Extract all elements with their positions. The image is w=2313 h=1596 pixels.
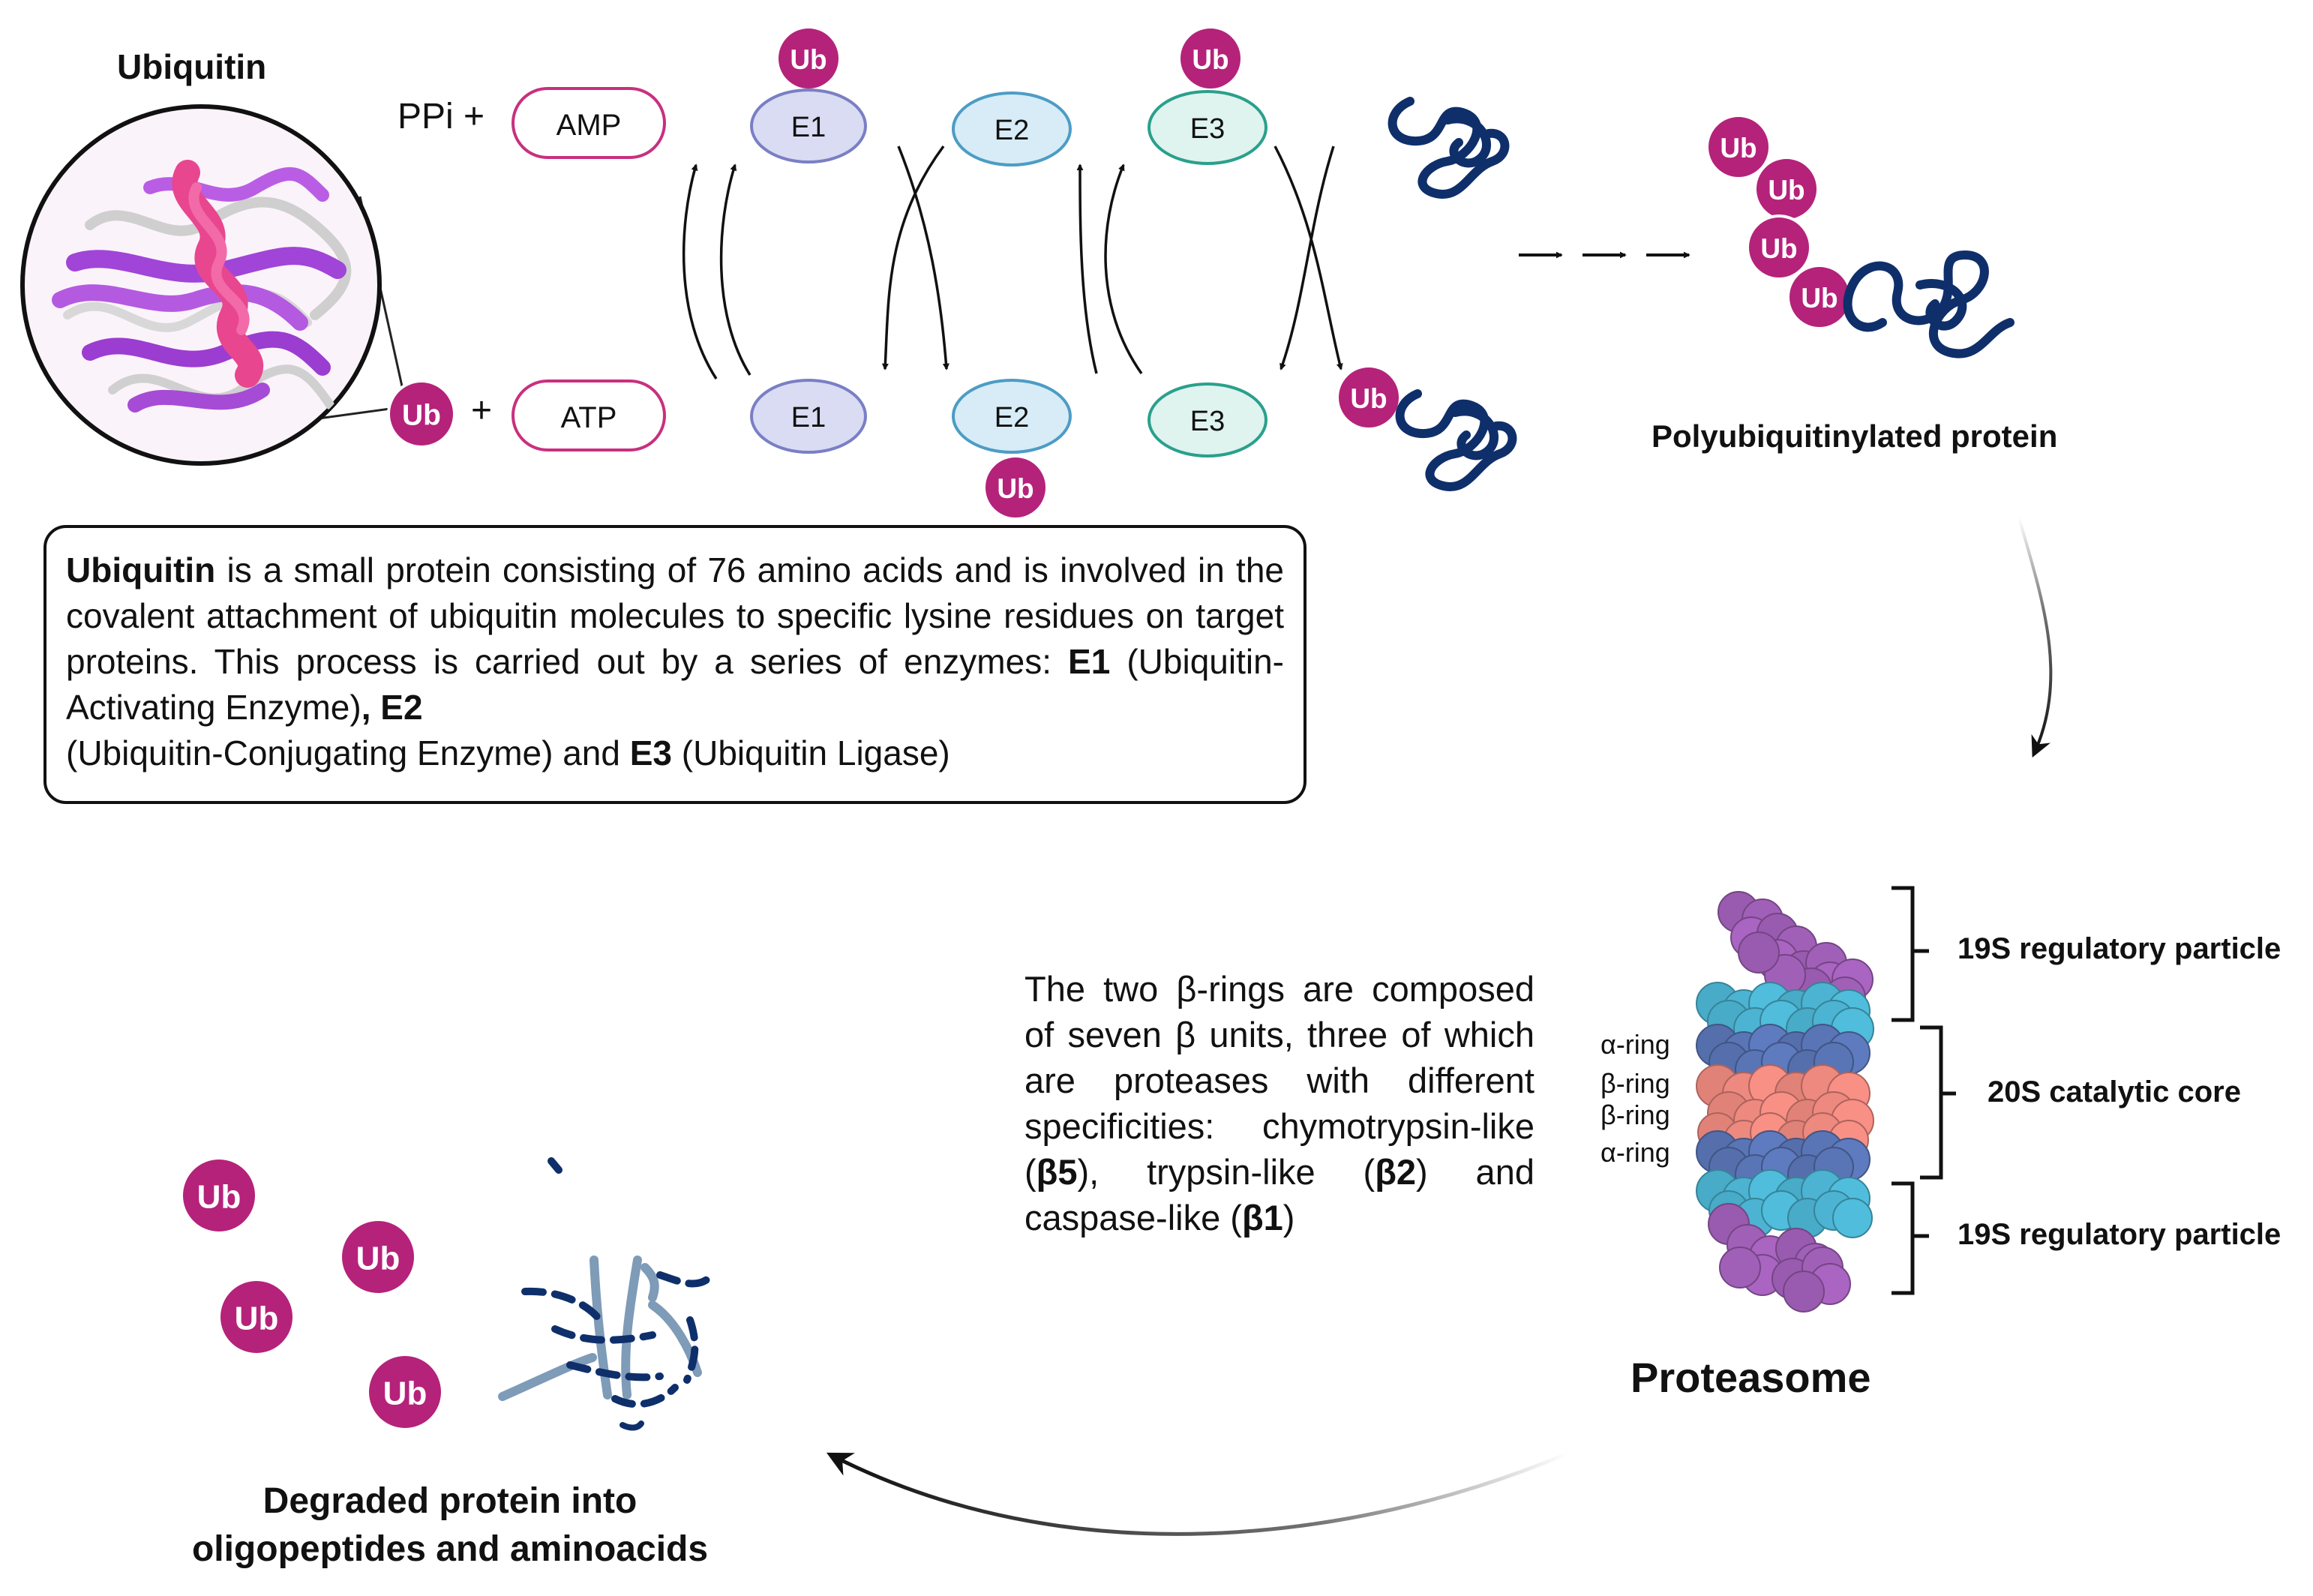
ub-circle-label: Ub (1350, 383, 1387, 414)
ub-circle-label: Ub (1720, 133, 1756, 164)
info-paragraph: Ubiquitin is a small protein consisting … (66, 548, 1284, 776)
ub-chain-2: Ub (1754, 156, 1820, 222)
beta-rings-description: The two β-rings are composed of seven β … (1024, 966, 1534, 1240)
degraded-label-line1: Degraded protein into (262, 1481, 638, 1521)
proteasome-label: Proteasome (1630, 1354, 1871, 1401)
beta-text-1: The two β-rings are composed of seven β … (1024, 969, 1534, 1192)
e1-bottom-oval (750, 379, 867, 454)
beta-ring-bottom-label: β-ring (1600, 1100, 1670, 1130)
regulatory-particle-top-label: 19S regulatory particle (1958, 932, 2282, 965)
ub-circle-shape (180, 1156, 258, 1234)
atp-label: ATP (561, 401, 617, 434)
beta-text-2: ), trypsin-like ( (1077, 1152, 1376, 1192)
exchange-arrows (682, 145, 1343, 380)
e2-top-label: E2 (994, 115, 1029, 146)
ub-circle-label: Ub (402, 400, 441, 432)
plus-label: + (471, 391, 493, 430)
ppi-label: PPi + (398, 97, 485, 136)
e2-top-oval (952, 92, 1072, 166)
info-text-3: (Ubiquitin-Conjugating Enzyme) and (66, 734, 630, 772)
beta-paragraph: The two β-rings are composed of seven β … (1024, 966, 1534, 1240)
info-text-4: (Ubiquitin Ligase) (672, 734, 950, 772)
ub-circle-label: Ub (197, 1179, 242, 1216)
ub-circle-shape (366, 1353, 444, 1431)
ub-free: Ub (387, 380, 456, 448)
beta-text-4: ) (1282, 1198, 1295, 1238)
e1-bottom-label: E1 (791, 402, 826, 434)
ub-circle-label: Ub (383, 1376, 428, 1412)
info-e1: E1 (1068, 642, 1111, 681)
polyubiquitinylated-protein-chain (1843, 250, 2014, 358)
alpha-ring-top-label: α-ring (1600, 1029, 1670, 1060)
beta-b5: β5 (1036, 1152, 1078, 1192)
ub-circle-label: Ub (1768, 175, 1804, 206)
ub-circle-shape (1746, 214, 1812, 280)
ub-circle-label: Ub (1760, 233, 1797, 264)
polyubiquitinylated-protein-label: Polyubiquitinylated protein (1652, 418, 2058, 454)
ub-circle-label: Ub (235, 1300, 279, 1337)
atp-oval (512, 380, 666, 452)
e2-bottom-label: E2 (994, 402, 1029, 434)
info-term: Ubiquitin (66, 550, 216, 590)
ub-circle-shape (982, 454, 1048, 520)
e3-bottom-label: E3 (1190, 406, 1225, 437)
degraded-label-line2: oligopeptides and aminoacids (191, 1529, 709, 1569)
ub-circle-label: Ub (790, 44, 826, 75)
beta-ring-top-label: β-ring (1600, 1068, 1670, 1099)
e3-bottom-oval (1148, 382, 1268, 458)
degraded-fragments (498, 1157, 716, 1431)
ubiquitin-structure-illustration (20, 104, 408, 466)
ub-released-2: Ub (339, 1218, 417, 1296)
proteasome-illustration (1696, 891, 1874, 1312)
ub-chain-1: Ub (1706, 114, 1772, 180)
beta-b1: β1 (1241, 1198, 1283, 1238)
amp-label: AMP (556, 109, 622, 142)
ub-circle-label: Ub (997, 473, 1034, 504)
target-protein-ubiquitinated (1395, 389, 1517, 491)
ub-released-1: Ub (180, 1156, 258, 1234)
info-text-2: (Ubiquitin-Activating Enzyme) (66, 642, 1284, 727)
e1-top-label: E1 (791, 112, 826, 143)
ub-released-3: Ub (218, 1278, 296, 1356)
e3-top-oval (1148, 90, 1268, 165)
beta-text-3: ) and caspase-like ( (1024, 1152, 1534, 1238)
ub-on-e3: Ub (1178, 26, 1244, 92)
e3-top-label: E3 (1190, 113, 1225, 145)
ub-circle-shape (387, 380, 456, 448)
amp-oval (512, 87, 666, 159)
ub-circle-label: Ub (1192, 44, 1228, 75)
e2-bottom-oval (952, 379, 1072, 454)
info-e3: E3 (629, 734, 672, 772)
ubiquitin-info-box: Ubiquitin is a small protein consisting … (44, 525, 1306, 804)
ub-circle-shape (218, 1278, 296, 1356)
ub-circle-label: Ub (1801, 283, 1838, 314)
ub-on-e2: Ub (982, 454, 1048, 520)
ub-circle-shape (1178, 26, 1244, 92)
ub-circle-shape (339, 1218, 417, 1296)
alpha-ring-bottom-label: α-ring (1600, 1137, 1670, 1168)
regulatory-particle-bottom-label: 19S regulatory particle (1958, 1218, 2282, 1251)
ub-circle-shape (1336, 364, 1402, 430)
ub-released-4: Ub (366, 1353, 444, 1431)
ub-on-e1: Ub (776, 26, 842, 92)
brackets (1892, 886, 1956, 1295)
19s-cap-bottom (1708, 1203, 1851, 1312)
info-text-1: is a small protein consisting of 76 amin… (66, 550, 1284, 681)
beta-b2: β2 (1375, 1152, 1417, 1192)
arc-to-proteasome (2018, 517, 2053, 758)
ubiquitin-title: Ubiquitin (117, 47, 267, 86)
ub-on-target: Ub (1336, 364, 1402, 430)
ub-chain-3: Ub (1746, 214, 1812, 280)
e1-top-oval (750, 88, 867, 164)
ub-circle-label: Ub (356, 1240, 400, 1277)
catalytic-core-label: 20S catalytic core (1988, 1076, 2241, 1108)
info-e2: , E2 (361, 688, 423, 727)
ub-chain-4: Ub (1786, 264, 1852, 330)
arc-to-degraded (826, 1451, 1568, 1536)
target-protein-top (1388, 97, 1510, 199)
ub-circle-shape (1706, 114, 1772, 180)
